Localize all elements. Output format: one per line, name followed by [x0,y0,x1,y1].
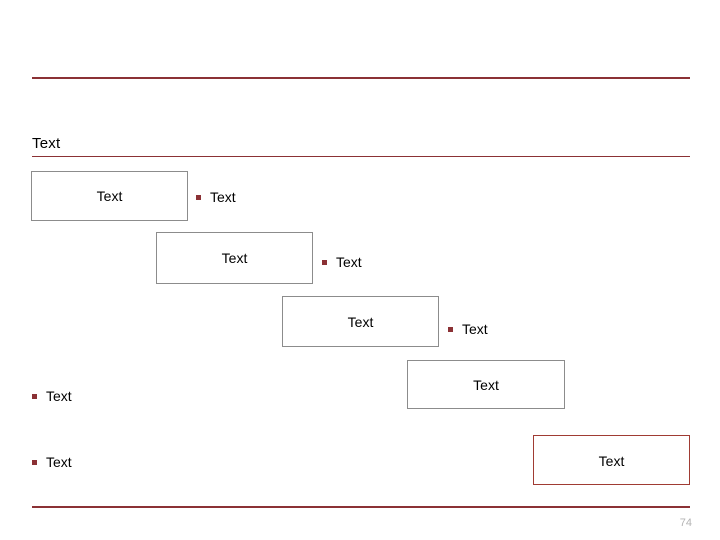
content-box-4[interactable]: Text [407,360,565,409]
square-bullet-icon [196,194,201,200]
content-box-2[interactable]: Text [156,232,313,284]
bullet-item-4[interactable]: Text [32,387,72,405]
bullet-item-label: Text [46,388,72,404]
content-box-label: Text [598,453,625,469]
header-divider-rule [32,77,690,79]
bullet-item-label: Text [46,454,72,470]
bullet-item-3[interactable]: Text [448,320,488,338]
bullet-item-5[interactable]: Text [32,453,72,471]
square-bullet-icon [322,259,327,265]
bullet-item-label: Text [210,189,236,205]
bullet-item-label: Text [336,254,362,270]
page-title: Text [32,135,61,152]
content-box-3[interactable]: Text [282,296,439,347]
content-box-1[interactable]: Text [31,171,188,221]
footer-divider-rule [32,506,690,508]
square-bullet-icon [32,459,37,465]
title-underline-rule [32,156,690,157]
page-number: 74 [679,517,692,529]
content-box-label: Text [347,314,374,330]
bullet-item-1[interactable]: Text [196,188,236,206]
square-bullet-icon [448,326,453,332]
square-bullet-icon [32,393,37,399]
bullet-item-label: Text [462,321,488,337]
content-box-5[interactable]: Text [533,435,690,485]
bullet-item-2[interactable]: Text [322,253,362,271]
content-box-label: Text [473,377,499,393]
content-box-label: Text [221,250,248,266]
content-box-label: Text [96,188,123,204]
